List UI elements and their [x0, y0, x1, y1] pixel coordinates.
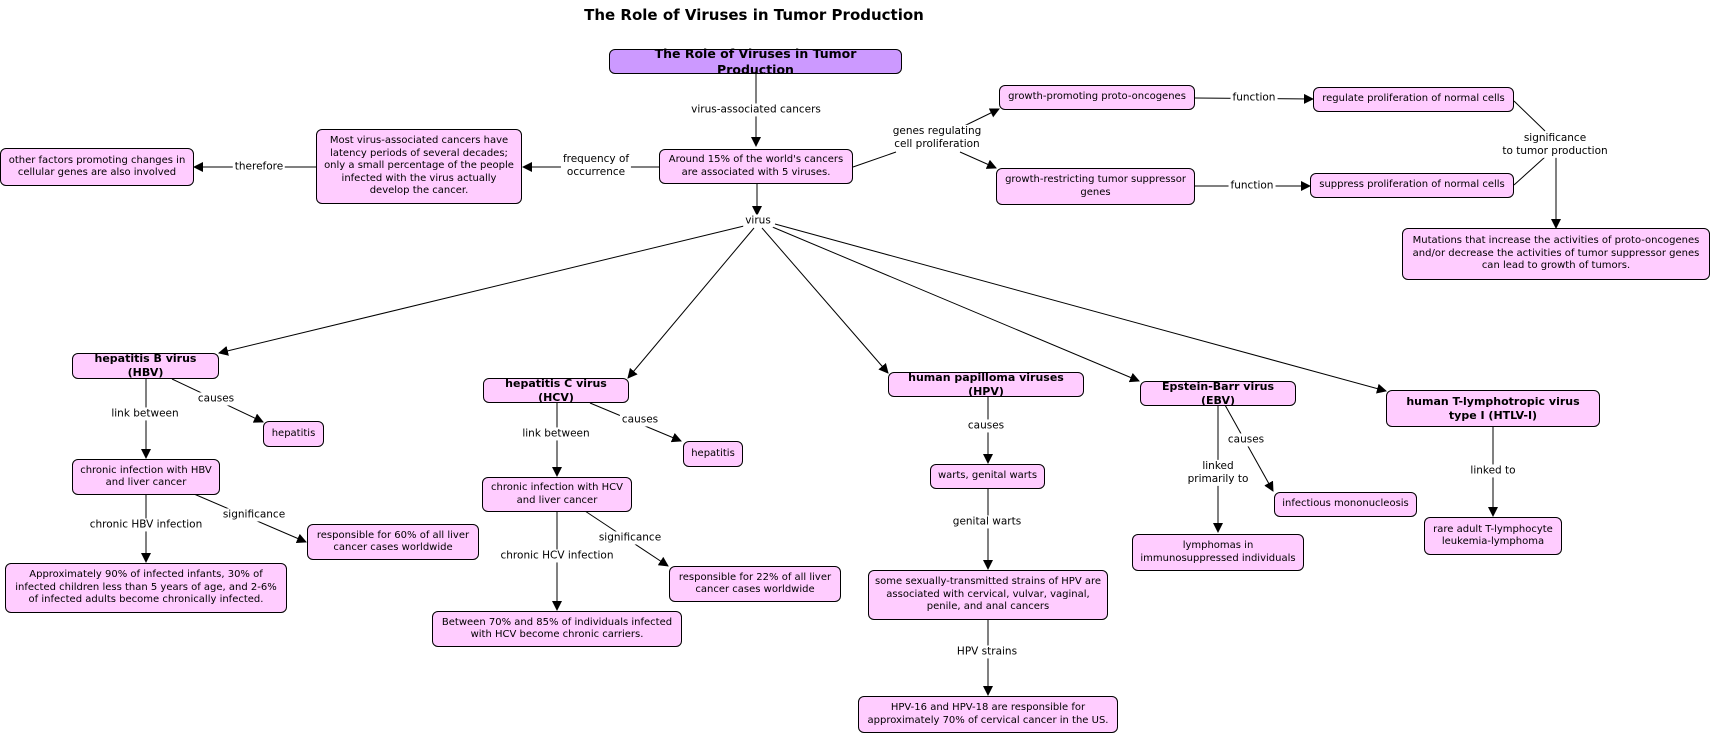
link-label-function-1: function — [1230, 91, 1278, 105]
rare-adult-leukemia-node[interactable]: rare adult T-lymphocyte leukemia-lymphom… — [1424, 517, 1562, 555]
responsible-22-node[interactable]: responsible for 22% of all liver cancer … — [669, 566, 841, 602]
hbv-hepatitis-node[interactable]: hepatitis — [263, 421, 324, 447]
link-label-hbv-causes: causes — [195, 392, 237, 406]
latency-node[interactable]: Most virus-associated cancers have laten… — [316, 129, 522, 204]
link-label-genes-regulating: genes regulating cell proliferation — [890, 124, 984, 152]
regulate-proliferation-node[interactable]: regulate proliferation of normal cells — [1313, 87, 1514, 112]
hcv-hepatitis-node[interactable]: hepatitis — [683, 441, 743, 467]
lymphomas-node[interactable]: lymphomas in immunosuppressed individual… — [1132, 534, 1304, 571]
link-label-hcv-causes: causes — [619, 413, 661, 427]
hbv-node[interactable]: hepatitis B virus (HBV) — [72, 352, 219, 379]
around-15-percent-node[interactable]: Around 15% of the world's cancers are as… — [659, 149, 853, 184]
link-label-therefore: therefore — [232, 160, 286, 174]
link-label-genital-warts: genital warts — [950, 515, 1024, 529]
root-concept[interactable]: The Role of Viruses in Tumor Production — [609, 46, 902, 77]
link-label-virus-associated: virus-associated cancers — [689, 103, 823, 117]
tumor-suppressor-node[interactable]: growth-restricting tumor suppressor gene… — [996, 168, 1195, 205]
sexually-transmitted-node[interactable]: some sexually-transmitted strains of HPV… — [868, 570, 1108, 620]
link-label-hbv-chronic-infection: chronic HBV infection — [87, 518, 205, 532]
page-title: The Role of Viruses in Tumor Production — [584, 6, 924, 24]
link-label-hcv-chronic-infection: chronic HCV infection — [498, 549, 616, 563]
mononucleosis-node[interactable]: infectious mononucleosis — [1274, 492, 1417, 517]
approximately-90-node[interactable]: Approximately 90% of infected infants, 3… — [5, 563, 287, 613]
warts-node[interactable]: warts, genital warts — [930, 464, 1045, 489]
link-label-hbv-significance: significance — [220, 508, 288, 522]
link-label-hbv-link-between: link between — [109, 407, 181, 421]
proto-oncogenes-node[interactable]: growth-promoting proto-oncogenes — [999, 85, 1195, 110]
responsible-60-node[interactable]: responsible for 60% of all liver cancer … — [307, 524, 479, 560]
chronic-hcv-node[interactable]: chronic infection with HCV and liver can… — [482, 477, 632, 512]
hpv16-18-node[interactable]: HPV-16 and HPV-18 are responsible for ap… — [858, 696, 1118, 733]
htlv-node[interactable]: human T-lymphotropic virus type I (HTLV-… — [1386, 390, 1600, 427]
hcv-node[interactable]: hepatitis C virus (HCV) — [483, 377, 629, 404]
link-label-ebv-linked-primarily: linked primarily to — [1185, 459, 1251, 487]
link-label-hcv-link-between: link between — [520, 427, 592, 441]
link-label-hpv-causes: causes — [965, 419, 1007, 433]
other-factors-node[interactable]: other factors promoting changes in cellu… — [0, 148, 194, 186]
ebv-node[interactable]: Epstein-Barr virus (EBV) — [1140, 380, 1296, 407]
suppress-proliferation-node[interactable]: suppress proliferation of normal cells — [1310, 173, 1514, 198]
between-70-85-node[interactable]: Between 70% and 85% of individuals infec… — [432, 611, 682, 647]
link-label-hpv-strains: HPV strains — [954, 645, 1020, 659]
link-label-significance: significance to tumor production — [1500, 131, 1610, 159]
link-label-linked-to: linked to — [1468, 464, 1518, 478]
mutations-node[interactable]: Mutations that increase the activities o… — [1402, 228, 1710, 280]
link-label-frequency: frequency of occurrence — [560, 152, 632, 180]
link-label-ebv-causes: causes — [1225, 433, 1267, 447]
link-label-function-2: function — [1228, 179, 1276, 193]
chronic-hbv-node[interactable]: chronic infection with HBV and liver can… — [72, 459, 220, 495]
link-label-virus: virus — [743, 214, 773, 228]
link-label-hcv-significance: significance — [596, 531, 664, 545]
hpv-node[interactable]: human papilloma viruses (HPV) — [888, 371, 1084, 398]
